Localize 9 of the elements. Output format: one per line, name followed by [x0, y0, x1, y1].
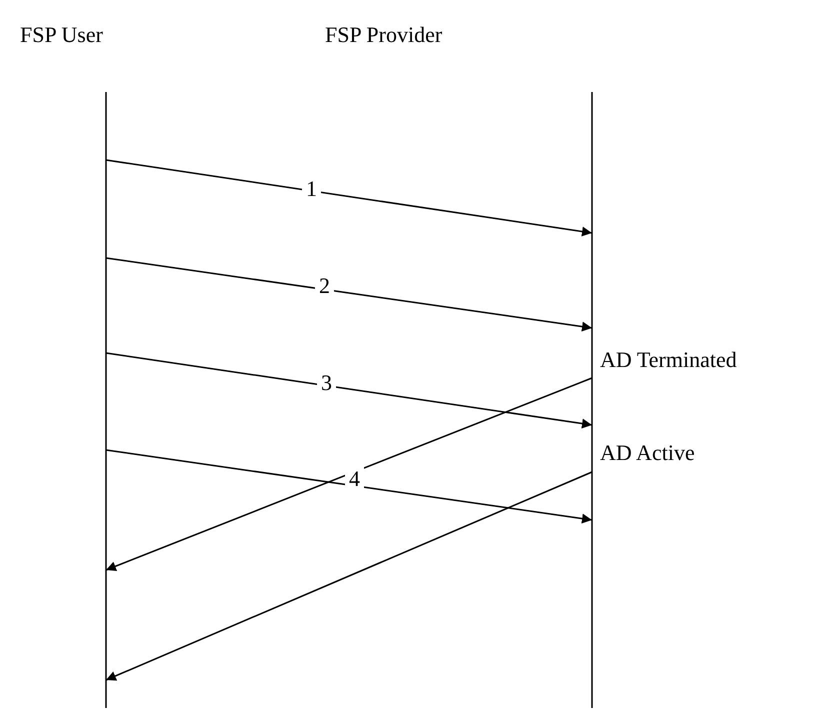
message-arrow: [106, 377, 592, 571]
message-arrow: [106, 159, 592, 236]
message-arrow: [106, 449, 592, 524]
message-arrow: [106, 352, 592, 428]
participant-name: FSP Provider: [325, 22, 442, 48]
message-arrow: [106, 471, 592, 681]
participant-name: FSP User: [20, 22, 103, 48]
message-arrow: [106, 257, 592, 332]
edge-label: 4: [345, 467, 364, 491]
